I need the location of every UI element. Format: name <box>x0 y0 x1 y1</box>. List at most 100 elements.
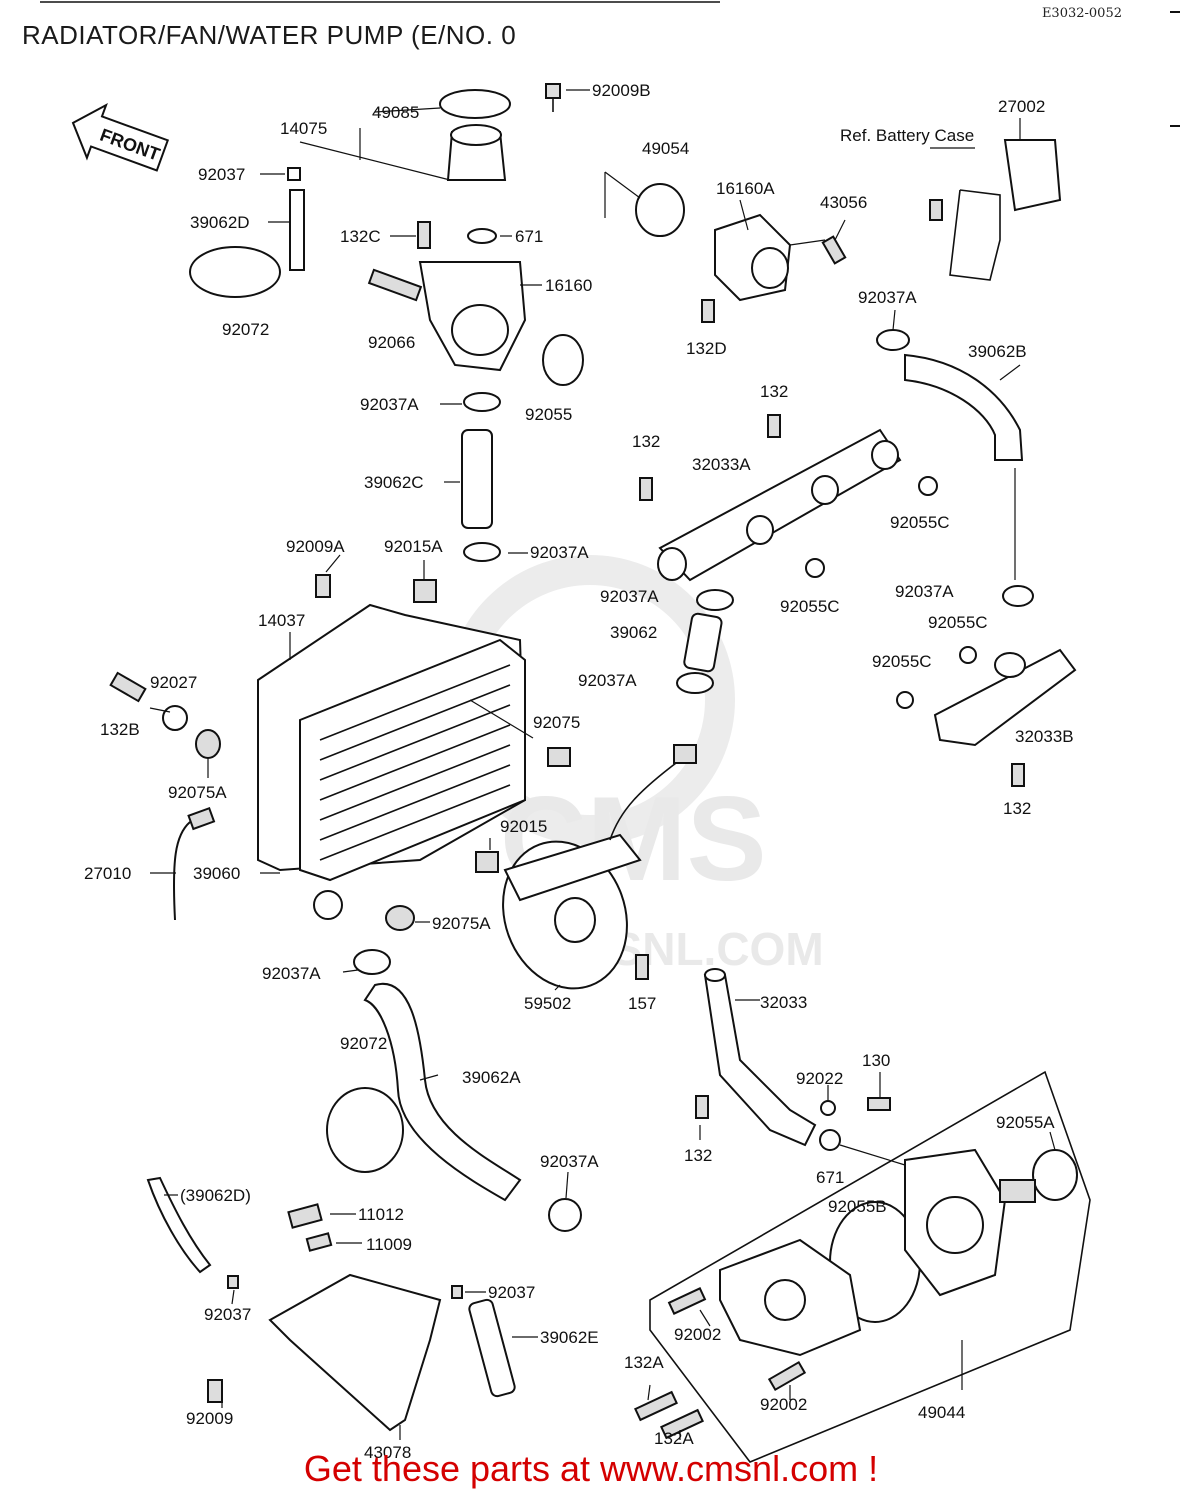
grommet-92075a-1 <box>195 729 221 759</box>
radiator-cap <box>439 89 511 119</box>
hose-39062a <box>363 982 522 1202</box>
band-92072-b <box>326 1087 404 1173</box>
label-92037a-8: 92037A <box>540 1152 599 1171</box>
label-92015a: 92015A <box>384 537 443 556</box>
clamp-92037a-3 <box>876 329 910 351</box>
clip-92037-c <box>451 1285 463 1299</box>
bolt-92002-a <box>667 1287 707 1315</box>
oring-671-b <box>819 1129 841 1151</box>
oring-92055c-3 <box>959 646 977 664</box>
label-671-b: 671 <box>816 1168 844 1187</box>
label-92055b: 92055B <box>828 1197 887 1216</box>
hose-39062c <box>461 429 493 529</box>
label-132-a: 132 <box>760 382 788 401</box>
label-49054: 49054 <box>642 139 689 158</box>
label-27010: 27010 <box>84 864 131 883</box>
label-92055a: 92055A <box>996 1113 1055 1132</box>
part-labels: 49085 14075 92009B 92037 39062D 92072 13… <box>84 81 1074 1462</box>
bolt-132a-b <box>660 1408 704 1440</box>
label-39062d-ref: (39062D) <box>180 1186 251 1205</box>
washer-92022 <box>820 1100 836 1116</box>
radiator-fins <box>319 664 511 861</box>
label-32033a: 32033A <box>692 455 751 474</box>
hose-39062b <box>904 353 1024 461</box>
label-92055c-4: 92055C <box>872 652 932 671</box>
oring-92055c-1 <box>918 476 938 496</box>
label-ref-battery-case: Ref. Battery Case <box>840 126 974 145</box>
battery-case-bracket <box>949 189 1001 281</box>
bolt-132-c <box>1011 763 1025 787</box>
label-43056: 43056 <box>820 193 867 212</box>
label-92015: 92015 <box>500 817 547 836</box>
label-92022: 92022 <box>796 1069 843 1088</box>
front-arrow: FRONT <box>71 103 170 172</box>
screw-157 <box>635 954 649 980</box>
bolt-132-b <box>639 477 653 501</box>
label-92075: 92075 <box>533 713 580 732</box>
nut-92015 <box>475 851 499 873</box>
bolt-132-d <box>695 1095 709 1119</box>
thermostat-49054 <box>635 183 685 237</box>
label-92072: 92072 <box>222 320 269 339</box>
label-49044: 49044 <box>918 1403 965 1422</box>
radiator-39060 <box>299 638 526 882</box>
water-pipe-32033a <box>658 428 902 582</box>
label-49085: 49085 <box>372 103 419 122</box>
hose-39062d-b <box>146 1176 212 1274</box>
clamp-92037a-2 <box>463 542 501 562</box>
label-92055c-3: 92055C <box>928 613 988 632</box>
clip-92037-b <box>227 1275 239 1289</box>
nut-92015a <box>413 579 437 603</box>
label-92037a-5: 92037A <box>895 582 954 601</box>
leader-lines <box>149 89 1056 1440</box>
label-92037a-7: 92037A <box>262 964 321 983</box>
radiator-outlet <box>313 890 343 920</box>
cooling-fan-59502 <box>502 744 697 990</box>
bolt-92009b <box>545 83 561 99</box>
label-132a-a: 132A <box>624 1353 664 1372</box>
label-132-c: 132 <box>1003 799 1031 818</box>
water-pipe-32033b <box>933 648 1077 747</box>
label-92066: 92066 <box>368 333 415 352</box>
fan-switch-92066 <box>367 268 423 302</box>
clamp-92037a-5 <box>676 672 714 694</box>
label-92037a-6: 92037A <box>578 671 637 690</box>
page-title: RADIATOR/FAN/WATER PUMP (E/NO. 0 <box>22 20 517 50</box>
oring-92055 <box>542 334 584 386</box>
bolt-92009a <box>315 574 331 598</box>
label-132-b: 132 <box>632 432 660 451</box>
water-pump-assembly-outline <box>649 1070 1091 1463</box>
label-32033b: 32033B <box>1015 727 1074 746</box>
collar-92027 <box>162 705 188 731</box>
label-132d: 132D <box>686 339 727 358</box>
footer-parts-link[interactable]: Get these parts at www.cmsnl.com ! <box>303 1448 879 1489</box>
label-39062: 39062 <box>610 623 657 642</box>
label-92055c-1: 92055C <box>890 513 950 532</box>
grommet-92075 <box>547 747 571 767</box>
label-132b: 132B <box>100 720 140 739</box>
label-92037a-1: 92037A <box>360 395 419 414</box>
label-132a-b: 132A <box>654 1429 694 1448</box>
label-92075a-2: 92075A <box>432 914 491 933</box>
clamp-92037a-1 <box>463 392 501 412</box>
label-92037: 92037 <box>198 165 245 184</box>
hose-39062d <box>289 189 305 271</box>
oring-671 <box>467 228 497 244</box>
water-pipe-32033 <box>703 974 817 1147</box>
clamp-92037a-8 <box>548 1198 582 1232</box>
oring-92055c-2 <box>805 558 825 578</box>
reservoir-27002 <box>1003 139 1062 212</box>
bolt-92009 <box>207 1379 223 1403</box>
bracket-bolt <box>929 199 943 221</box>
part-11009 <box>305 1232 333 1252</box>
label-39062a: 39062A <box>462 1068 521 1087</box>
bolt-132a-a <box>634 1390 678 1422</box>
label-671: 671 <box>515 227 543 246</box>
hose-39062e <box>468 1298 516 1398</box>
oring-92055a <box>1032 1149 1078 1201</box>
label-92009: 92009 <box>186 1409 233 1428</box>
label-39060: 39060 <box>193 864 240 883</box>
label-92072-b: 92072 <box>340 1034 387 1053</box>
